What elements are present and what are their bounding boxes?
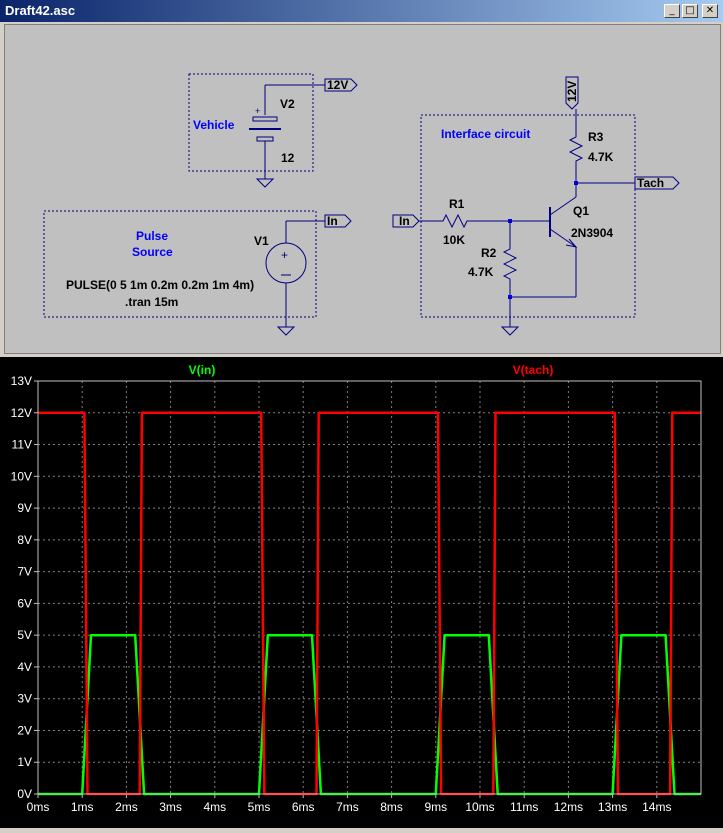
minimize-button[interactable]: _ [664,4,680,18]
x-tick-label: 2ms [115,800,138,814]
y-tick-label: 9V [17,501,32,515]
y-tick-label: 6V [17,596,32,610]
waveform-chart[interactable]: V(in) V(tach) 0ms 1ms 2ms 3ms 4ms 5ms 6ms 7ms 8m… [0,357,723,828]
y-tick-label: 11V [12,438,32,452]
pulse-label-1: Pulse [136,229,168,243]
q1-collector-leg [549,196,577,216]
x-tick-label: 9ms [424,800,447,814]
trace-v-in[interactable] [38,633,701,796]
waveform-plot-pane[interactable]: V(in) V(tach) 0ms 1ms 2ms 3ms 4ms 5ms 6ms 7ms 8m… [0,357,723,828]
x-tick-label: 6ms [292,800,315,814]
legend-v-tach[interactable]: V(tach) [513,363,554,377]
net-in-text: In [327,214,338,228]
schematic-pane[interactable]: Vehicle + V2 12 12V Pulse Source + V1 PU… [4,24,721,354]
y-tick-label: 10V [11,469,32,483]
plot-frame [37,380,702,795]
x-tick-label: 10ms [465,800,494,814]
y-tick-label: 0V [17,787,32,801]
x-tick-label: 8ms [380,800,403,814]
x-tick-label: 11ms [510,800,538,814]
interface-group-box [420,114,636,318]
y-tick-label: 12V [11,406,32,420]
y-tick-label: 4V [17,660,32,674]
x-tick-label: 13ms [598,800,627,814]
r2-resistor-icon[interactable] [502,243,518,297]
y-tick-label: 2V [17,723,32,737]
net-label-in[interactable] [324,214,352,228]
v2-name[interactable]: V2 [280,97,295,111]
q1-name[interactable]: Q1 [573,204,589,218]
v2-battery-plate3 [256,136,274,142]
y-tick-label: 1V [17,755,32,769]
interface-label: Interface circuit [441,127,530,141]
net-in-interface-text: In [399,214,410,228]
net-label-in-interface[interactable] [392,214,420,228]
r1-name[interactable]: R1 [449,197,465,211]
x-tick-label: 1ms [71,800,94,814]
schematic-canvas[interactable]: Vehicle + V2 12 12V Pulse Source + V1 PU… [5,25,722,355]
ground-icon-interface [500,326,520,336]
tran-directive[interactable]: .tran 15m [125,295,178,309]
vehicle-label: Vehicle [193,118,235,132]
window-title: Draft42.asc [5,3,76,18]
x-tick-label: 3ms [159,800,182,814]
net-tach-text: Tach [637,176,664,190]
q1-emitter-leg [549,228,577,248]
net-12v-text: 12V [327,78,348,92]
r2-name[interactable]: R2 [481,246,497,260]
r2-value[interactable]: 4.7K [468,265,494,279]
pulse-label-2: Source [132,245,173,259]
ground-icon-v1 [276,326,296,336]
v1-plus: + [281,248,288,262]
net-12v-top-text: 12V [565,81,579,102]
window-title-bar[interactable]: Draft42.asc _ □ ✕ [0,0,723,22]
x-tick-label: 14ms [642,800,671,814]
v2-value[interactable]: 12 [281,151,295,165]
v2-plus-sign: + [255,106,260,116]
x-tick-label: 5ms [248,800,271,814]
net-label-tach[interactable] [634,176,680,190]
y-tick-label: 5V [17,628,32,642]
plot-grid [38,381,701,794]
x-tick-label: 0ms [27,800,50,814]
r1-value[interactable]: 10K [443,233,465,247]
y-tick-label: 13V [11,374,32,388]
r1-resistor-icon[interactable] [437,213,510,229]
legend-v-in[interactable]: V(in) [189,363,216,377]
net-label-12v[interactable] [324,78,358,92]
plot-ticks: 0ms 1ms 2ms 3ms 4ms 5ms 6ms 7ms 8ms 9ms 10ms 11ms 12… [11,374,672,814]
pulse-group-box [43,210,317,318]
r3-resistor-icon[interactable] [568,129,584,183]
v2-battery-plate[interactable] [252,116,278,122]
r3-name[interactable]: R3 [588,130,604,144]
y-tick-label: 7V [17,565,32,579]
y-tick-label: 8V [17,533,32,547]
y-tick-label: 3V [17,692,32,706]
q1-model[interactable]: 2N3904 [571,226,613,240]
vehicle-group-box [188,73,314,172]
ground-icon [255,178,275,188]
x-tick-label: 12ms [554,800,583,814]
net-label-12v-top[interactable] [565,76,579,110]
r3-value[interactable]: 4.7K [588,150,614,164]
pulse-directive[interactable]: PULSE(0 5 1m 0.2m 0.2m 1m 4m) [66,278,254,292]
v1-name[interactable]: V1 [254,234,269,248]
x-tick-label: 7ms [336,800,359,814]
x-tick-label: 4ms [203,800,226,814]
close-button[interactable]: ✕ [702,4,718,18]
maximize-button[interactable]: □ [682,4,698,18]
